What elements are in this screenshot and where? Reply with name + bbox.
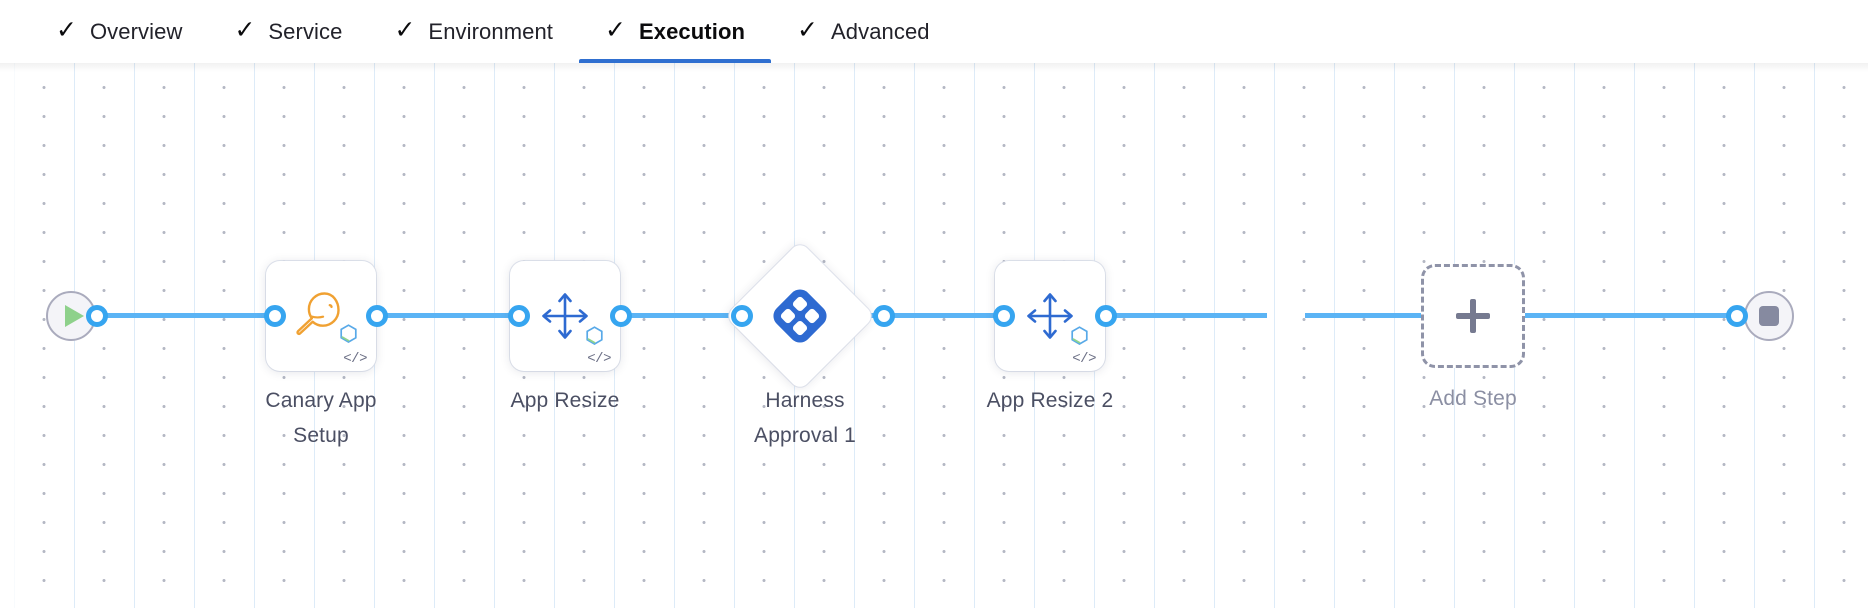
check-icon: ✓ (56, 16, 77, 44)
tab-label: Advanced (830, 18, 930, 44)
add-step-button[interactable] (1421, 264, 1525, 368)
hexagon-badge (339, 324, 358, 349)
connector-line (96, 313, 276, 318)
connector-dot[interactable] (731, 305, 753, 327)
plus-icon (1456, 299, 1490, 333)
check-icon: ✓ (394, 16, 416, 44)
connector-dot[interactable] (1726, 305, 1748, 327)
execution-pipeline: </> Canary App Setup </ (0, 63, 1868, 608)
connector-line (340, 313, 540, 318)
connector-line (1067, 313, 1267, 318)
step-node-canary-app-setup[interactable]: </> (266, 261, 376, 371)
code-icon[interactable]: </> (1072, 351, 1096, 367)
connector-dot[interactable] (86, 305, 108, 327)
hexagon-badge (1070, 326, 1089, 351)
code-icon[interactable]: </> (343, 351, 367, 367)
connector-dot[interactable] (508, 305, 530, 327)
connector-dot[interactable] (1095, 305, 1117, 327)
tab-label: Execution (638, 18, 746, 44)
code-icon[interactable]: </> (587, 351, 611, 367)
add-step-label: Add Step (1429, 387, 1517, 410)
tab-environment[interactable]: ✓ Environment (368, 0, 579, 63)
connector-dot[interactable] (873, 305, 895, 327)
step-label: Canary App Setup (265, 389, 377, 447)
step-label: App Resize (510, 389, 620, 412)
tab-advanced[interactable]: ✓ Advanced (771, 0, 956, 63)
tab-execution[interactable]: ✓ Execution (579, 0, 772, 63)
pipeline-canvas[interactable]: </> Canary App Setup </ (0, 63, 1868, 608)
tab-overview[interactable]: ✓ Overview (30, 0, 208, 63)
step-label: App Resize 2 (986, 389, 1114, 412)
connector-dot[interactable] (993, 305, 1015, 327)
stage-tab-bar: ✓ Overview ✓ Service ✓ Environment ✓ Exe… (0, 0, 1868, 63)
check-icon: ✓ (605, 16, 626, 44)
check-icon: ✓ (797, 16, 818, 44)
resize-arrows-icon (995, 261, 1105, 371)
check-icon: ✓ (234, 16, 256, 44)
tab-label: Environment (428, 18, 554, 44)
tab-label: Overview (89, 18, 183, 44)
connector-line (583, 313, 783, 318)
connector-dot[interactable] (264, 305, 286, 327)
hexagon-badge (585, 326, 604, 351)
step-label: Harness Approval 1 (754, 389, 856, 447)
stop-node[interactable] (1744, 291, 1794, 341)
tab-label: Service (268, 18, 343, 44)
canary-bird-icon (266, 261, 376, 371)
tab-service[interactable]: ✓ Service (208, 0, 368, 63)
resize-arrows-icon (510, 261, 620, 371)
play-icon (64, 305, 84, 327)
connector-dot[interactable] (366, 305, 388, 327)
connector-line (843, 313, 1043, 318)
connector-dot[interactable] (610, 305, 632, 327)
stop-icon (1759, 306, 1779, 326)
